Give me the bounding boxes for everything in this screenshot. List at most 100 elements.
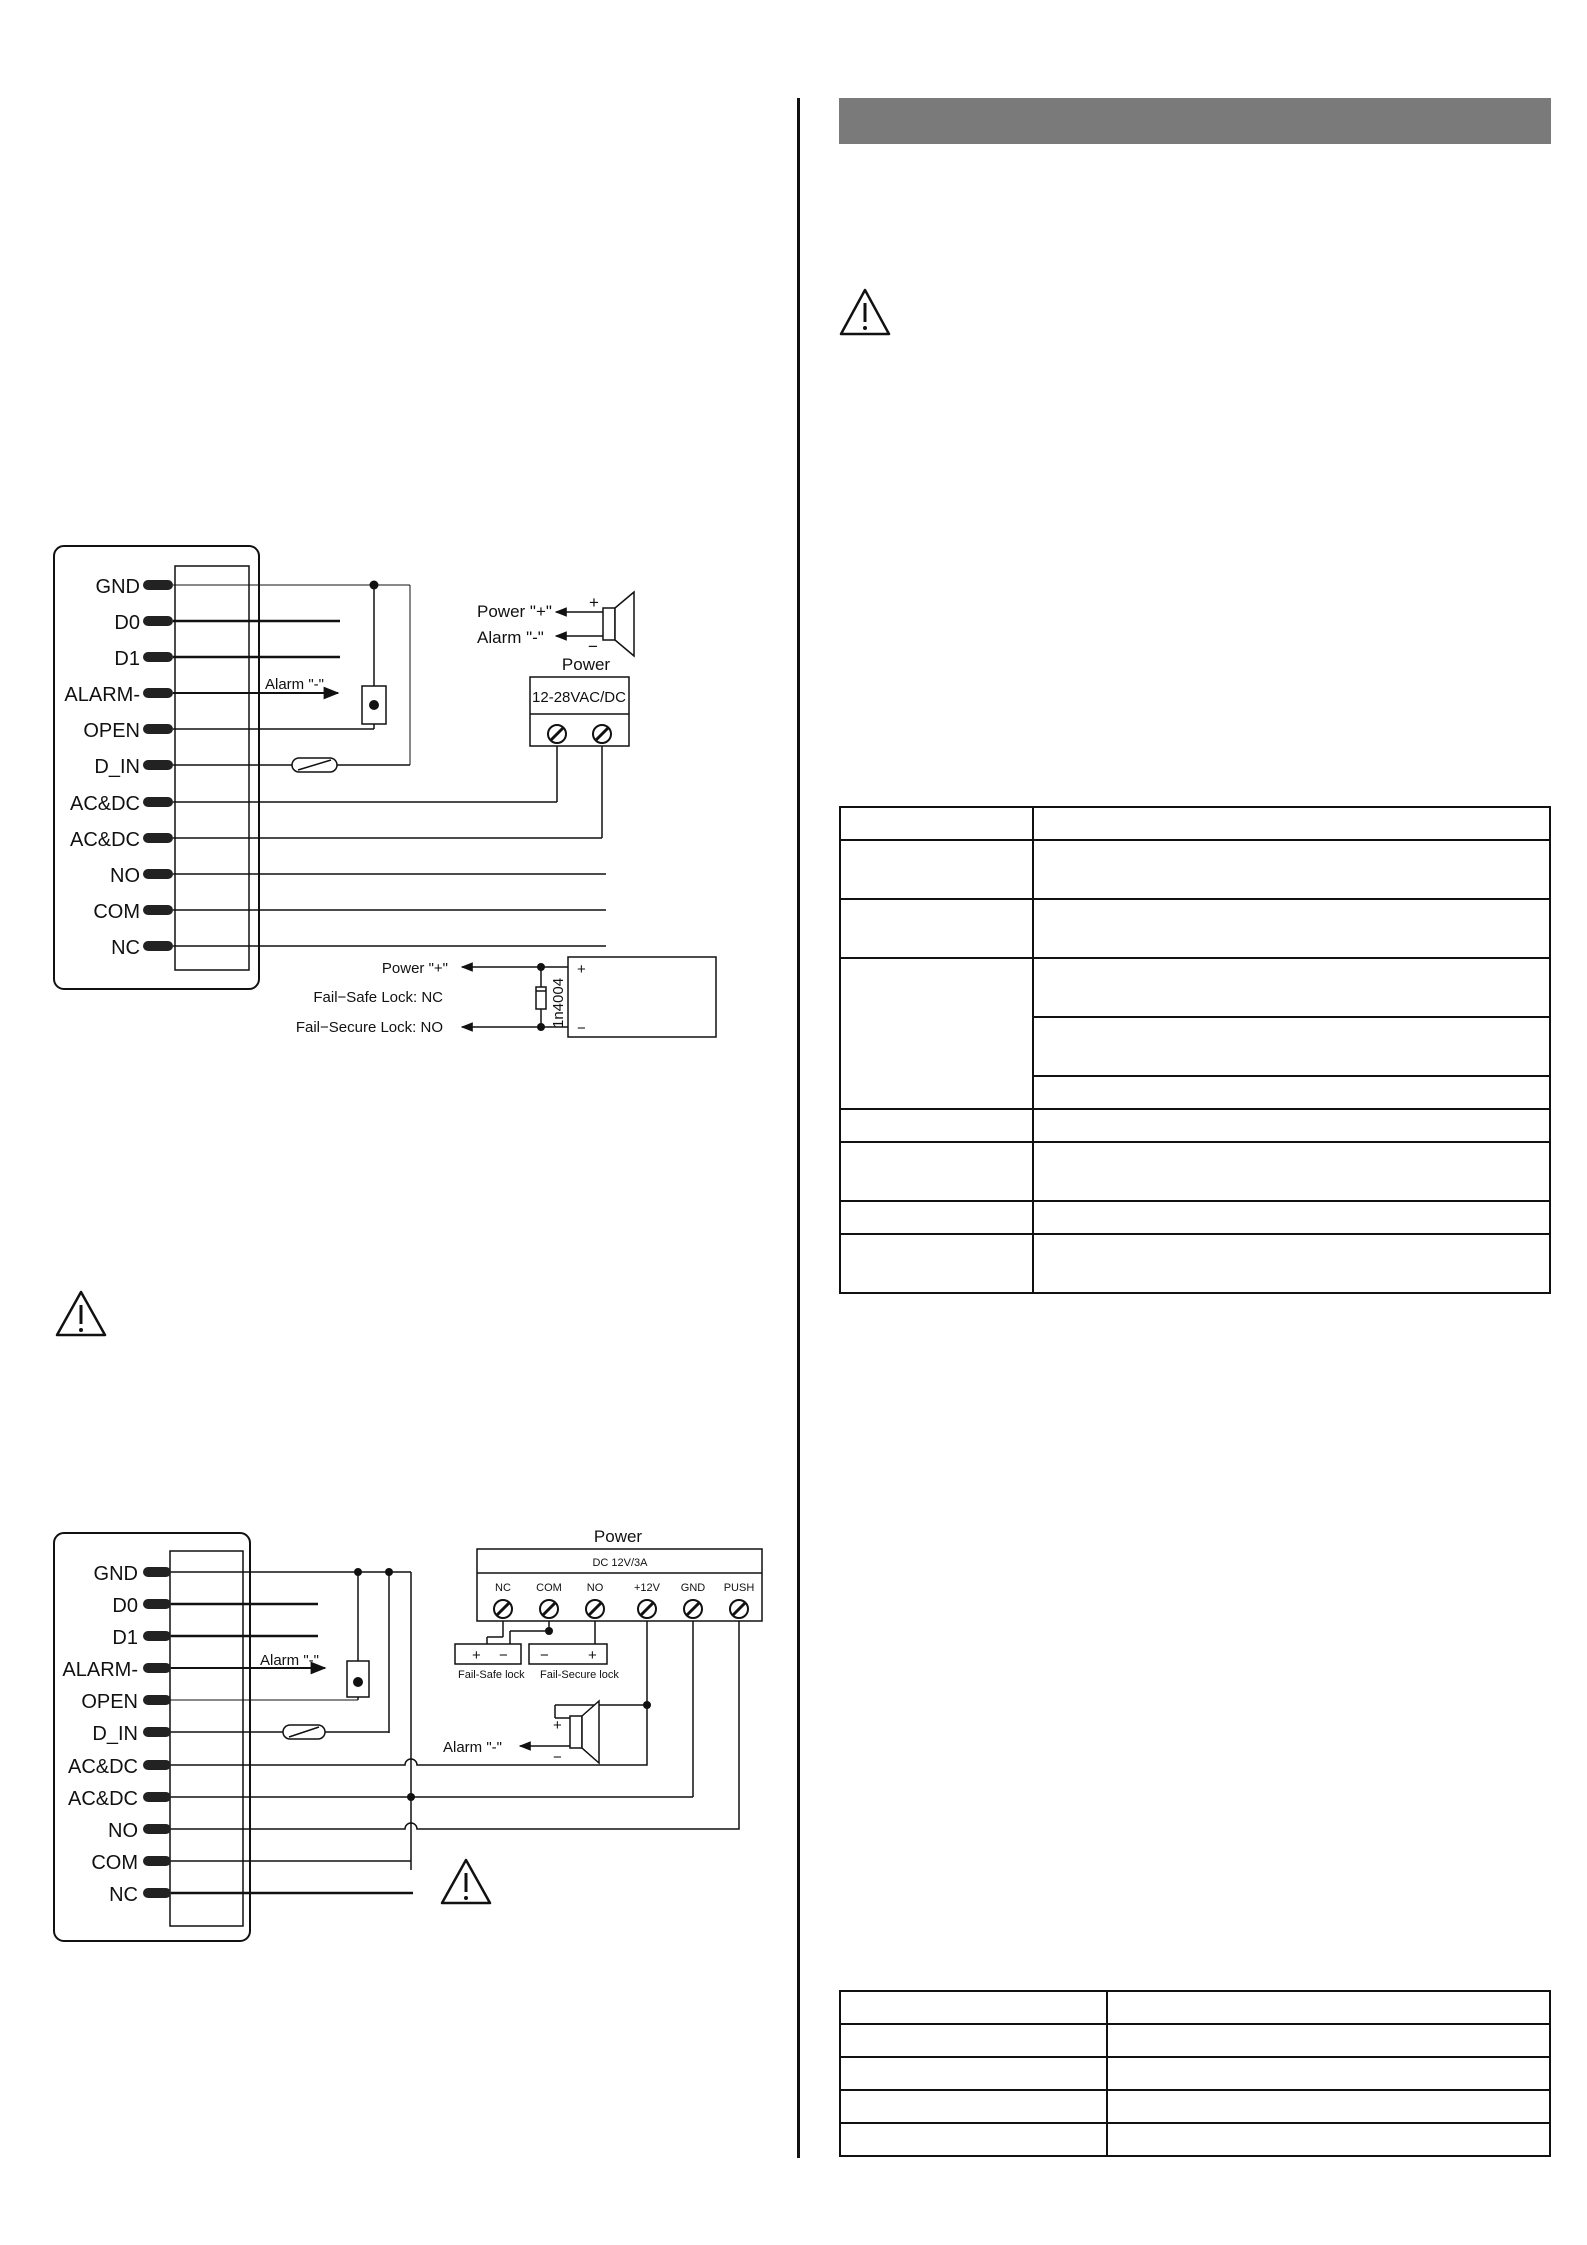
terminal-push: PUSH — [724, 1582, 755, 1619]
lock-power-label: Power "+" — [382, 960, 448, 977]
terminal-gnd: GND — [681, 1582, 705, 1619]
svg-text:NC: NC — [109, 1884, 138, 1906]
table-cell — [1032, 1141, 1551, 1202]
pin2-com: COM — [91, 1852, 171, 1874]
power-supply — [529, 676, 630, 747]
pin-open: OPEN — [83, 720, 173, 742]
svg-text:GND: GND — [94, 1563, 138, 1585]
table-cell — [1106, 2122, 1551, 2157]
table-cell — [1032, 898, 1551, 959]
reader-body — [53, 545, 260, 990]
svg-text:+: + — [472, 1647, 481, 1664]
table-cell — [1032, 1075, 1551, 1110]
table-cell — [1106, 2023, 1551, 2058]
svg-text:OPEN: OPEN — [83, 720, 140, 742]
table-cell — [839, 957, 1034, 1110]
table-cell — [839, 2089, 1108, 2124]
warning-icon — [839, 288, 891, 336]
svg-text:COM: COM — [93, 901, 140, 923]
table-cell — [1032, 839, 1551, 900]
pin2-nc: NC — [109, 1884, 171, 1906]
pin2-d0: D0 — [112, 1595, 171, 1617]
reader-terminal-strip-2 — [169, 1550, 244, 1927]
table-cell — [1106, 2056, 1551, 2091]
table-cell — [1032, 1108, 1551, 1143]
svg-text:D1: D1 — [114, 648, 140, 670]
svg-text:ALARM-: ALARM- — [62, 1659, 138, 1681]
power-rating-2: DC 12V/3A — [592, 1557, 648, 1569]
table-cell — [1106, 1990, 1551, 2025]
failsafe-lock: + − — [454, 1643, 522, 1665]
pin-nc: NC — [111, 937, 173, 959]
table-cell — [839, 1233, 1034, 1294]
failsecure-label: Fail−Secure Lock: NO — [296, 1019, 443, 1036]
table-cell — [1106, 2089, 1551, 2124]
pin2-alarm: ALARM- — [62, 1659, 171, 1681]
column-divider — [797, 98, 800, 2158]
svg-text:NC: NC — [495, 1582, 511, 1594]
table-cell — [1032, 806, 1551, 841]
svg-text:COM: COM — [536, 1582, 562, 1594]
svg-text:GND: GND — [96, 576, 140, 598]
pin-alarm: ALARM- — [64, 684, 173, 706]
svg-text:D0: D0 — [114, 612, 140, 634]
svg-text:NO: NO — [587, 1582, 604, 1594]
table-cell — [1032, 1200, 1551, 1235]
pin2-acdc-1: AC&DC — [68, 1756, 171, 1778]
table-cell — [839, 2023, 1108, 2058]
pin-d-in: D_IN — [94, 756, 173, 778]
table-cell — [1032, 1233, 1551, 1294]
table-cell — [839, 1108, 1034, 1143]
pin-d0: D0 — [114, 612, 173, 634]
svg-text:PUSH: PUSH — [724, 1582, 755, 1594]
svg-text:AC&DC: AC&DC — [68, 1756, 138, 1778]
svg-text:AC&DC: AC&DC — [70, 829, 140, 851]
svg-text:COM: COM — [91, 1852, 138, 1874]
alarm-speaker — [554, 590, 635, 658]
alarm-label: Alarm "-" — [265, 676, 324, 693]
pin-acdc-1: AC&DC — [70, 793, 173, 815]
speaker-plus: + — [589, 593, 599, 612]
reader-terminal-strip — [174, 565, 250, 971]
wiring-diagram-1: GND D0 D1 ALARM- OPEN D_IN AC&DC AC&DC N… — [53, 545, 717, 1038]
terminal-nc: NC — [493, 1582, 513, 1619]
terminal-12v: +12V — [634, 1582, 661, 1619]
power-rating: 12-28VAC/DC — [532, 689, 626, 706]
alarm-label-2: Alarm "-" — [260, 1652, 319, 1669]
table-cell — [839, 1200, 1034, 1235]
reader-body-2 — [53, 1532, 251, 1942]
pin2-open: OPEN — [81, 1691, 171, 1713]
pin-gnd: GND — [96, 576, 173, 598]
svg-text:D0: D0 — [112, 1595, 138, 1617]
table-cell — [1032, 1016, 1551, 1077]
diode-label: 1n4004 — [550, 978, 567, 1028]
svg-text:−: − — [499, 1647, 508, 1664]
svg-text:OPEN: OPEN — [81, 1691, 138, 1713]
warning-icon — [55, 1290, 107, 1337]
failsafe-label: Fail−Safe Lock: NC — [313, 989, 443, 1006]
table-cell — [839, 839, 1034, 900]
svg-text:−: − — [540, 1647, 549, 1664]
svg-text:D_IN: D_IN — [94, 756, 140, 778]
lock-plus: + — [577, 961, 586, 978]
power-title-2: Power — [594, 1527, 643, 1546]
warning-icon — [440, 1858, 492, 1905]
table-cell — [839, 2122, 1108, 2157]
svg-text:D1: D1 — [112, 1627, 138, 1649]
pin2-no: NO — [108, 1820, 171, 1842]
pin2-acdc-2: AC&DC — [68, 1788, 171, 1810]
svg-text:AC&DC: AC&DC — [68, 1788, 138, 1810]
speaker-minus: − — [588, 637, 598, 656]
svg-text:ALARM-: ALARM- — [64, 684, 140, 706]
door-sensor-1 — [291, 757, 338, 773]
alarm-speaker-2 — [569, 1699, 600, 1765]
pin-acdc-2: AC&DC — [70, 829, 173, 851]
svg-text:NO: NO — [108, 1820, 138, 1842]
table-cell — [839, 2056, 1108, 2091]
power-title: Power — [562, 655, 611, 674]
speaker-alarm-label: Alarm "-" — [477, 628, 544, 647]
terminal-com: COM — [536, 1582, 562, 1619]
table-cell — [1032, 957, 1551, 1018]
svg-text:NC: NC — [111, 937, 140, 959]
